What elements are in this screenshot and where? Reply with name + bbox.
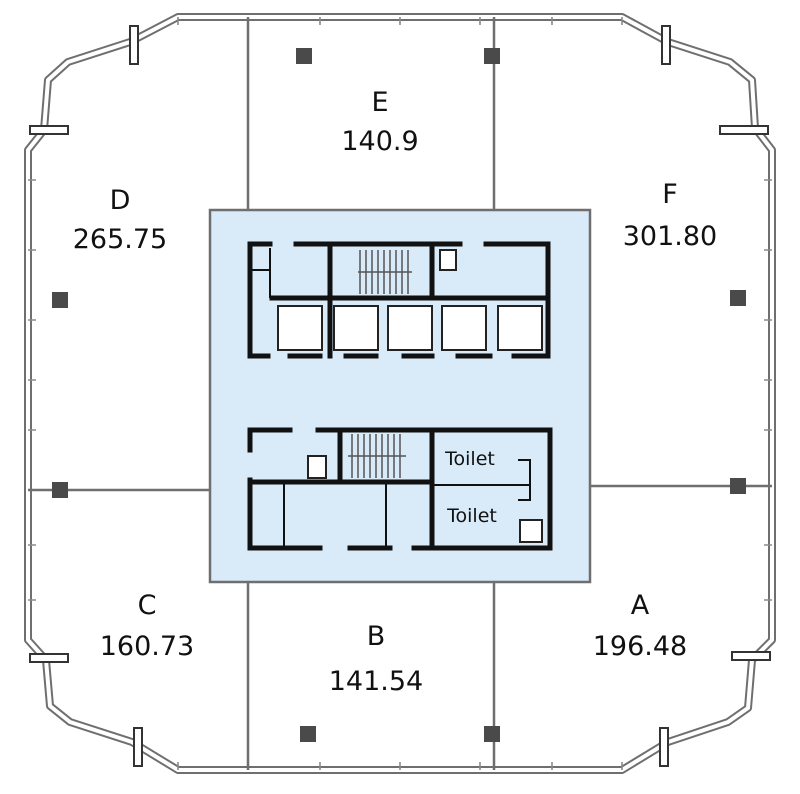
column (300, 726, 316, 742)
elevator-bank (247, 241, 551, 359)
unit-name: C (138, 590, 157, 621)
column (484, 726, 500, 742)
column (730, 290, 746, 306)
unit-name: E (371, 87, 388, 118)
stair-upper (358, 250, 412, 294)
elevator-car (277, 305, 323, 351)
toilet-label-1: Toilet (444, 448, 495, 470)
stair-lower (348, 434, 406, 478)
unit-name: D (110, 185, 131, 216)
unit-C: C 160.73 (100, 590, 194, 662)
service-block: Toilet Toilet (247, 427, 553, 551)
elevator-car (333, 305, 379, 351)
unit-area: 160.73 (100, 631, 194, 662)
unit-area: 301.80 (623, 221, 717, 252)
window-frames (29, 25, 771, 767)
column (52, 292, 68, 308)
unit-name: F (662, 179, 678, 210)
column (484, 48, 500, 64)
structural-columns (52, 48, 746, 742)
unit-area: 140.9 (341, 126, 418, 157)
unit-A: A 196.48 (593, 590, 687, 662)
toilet-label-2: Toilet (446, 505, 497, 527)
column (296, 48, 312, 64)
column (52, 482, 68, 498)
unit-name: B (367, 621, 386, 652)
shaft-box-upper (439, 249, 457, 271)
elevator-car (441, 305, 487, 351)
unit-area: 196.48 (593, 631, 687, 662)
unit-area: 265.75 (73, 224, 167, 255)
elevator-car (497, 305, 543, 351)
unit-B: B 141.54 (329, 621, 423, 697)
shaft-box-lower (307, 455, 327, 479)
unit-name: A (631, 590, 650, 621)
building-core: Toilet Toilet (208, 208, 592, 584)
unit-D: D 265.75 (73, 185, 167, 255)
column (730, 478, 746, 494)
unit-F: F 301.80 (623, 179, 717, 252)
door-box (519, 519, 543, 543)
elevator-car (387, 305, 433, 351)
unit-area: 141.54 (329, 666, 423, 697)
unit-E: E 140.9 (341, 87, 418, 157)
